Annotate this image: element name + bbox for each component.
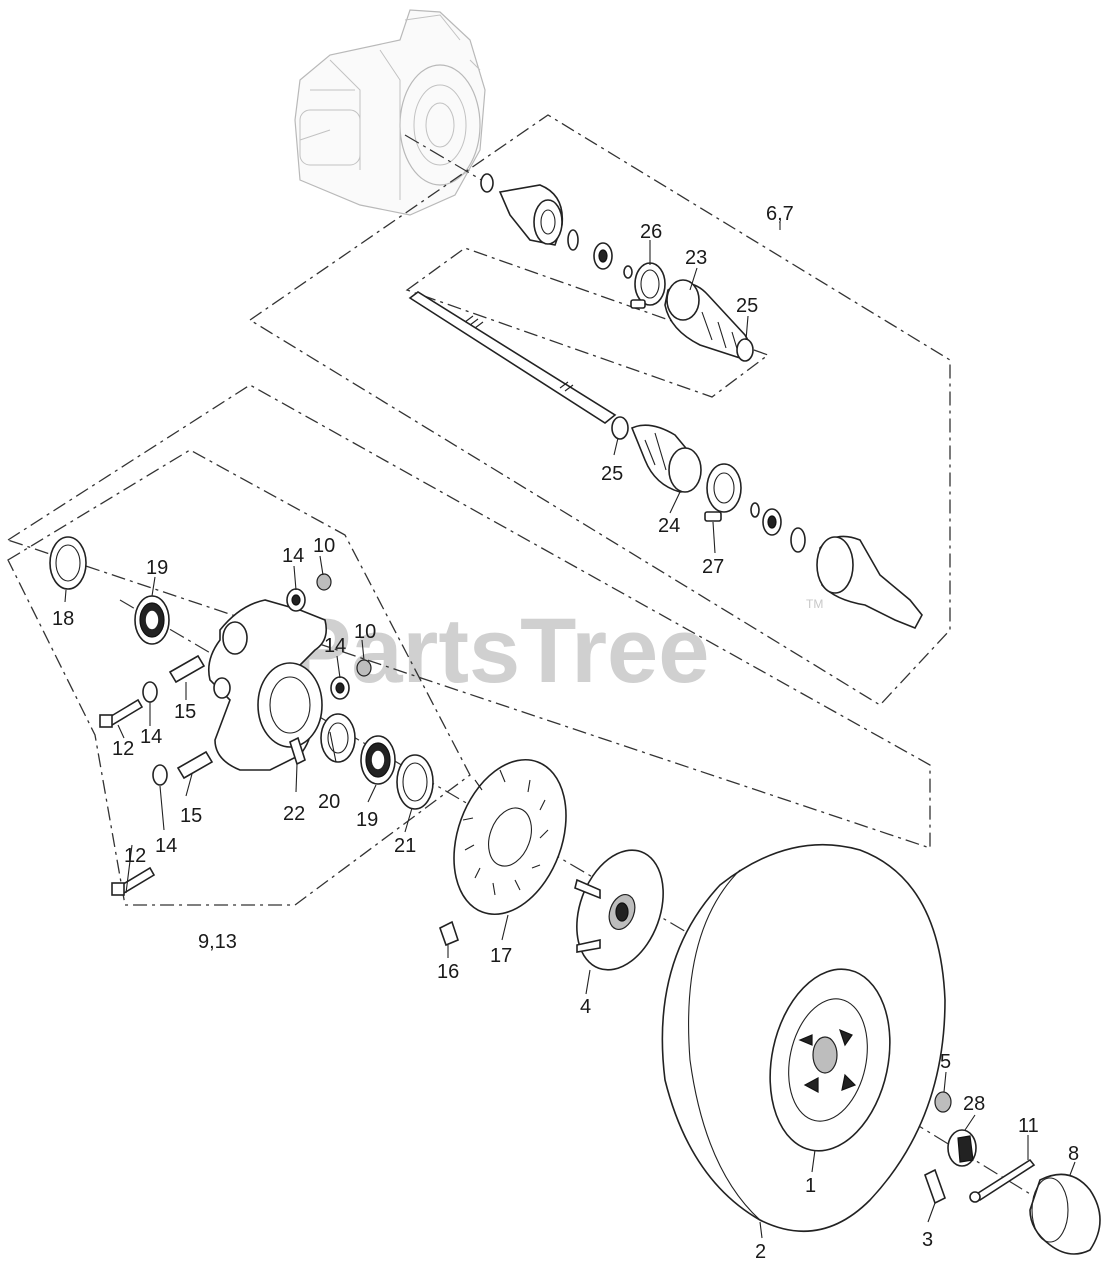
label-10-lower: 10 <box>354 621 376 643</box>
bearing-20 <box>320 713 356 763</box>
label-15-upper: 15 <box>174 701 196 723</box>
label-14-upper-a: 14 <box>282 545 304 567</box>
knuckle-body <box>207 599 328 771</box>
hub-cap-8 <box>1029 1173 1101 1255</box>
bearing-19-left <box>134 595 170 645</box>
drive-shaft <box>408 291 617 424</box>
label-10-upper: 10 <box>313 535 335 557</box>
label-17: 17 <box>490 945 512 967</box>
label-25-upper: 25 <box>736 295 758 317</box>
label-8: 8 <box>1068 1143 1079 1165</box>
label-5: 5 <box>940 1051 951 1073</box>
label-27: 27 <box>702 556 724 578</box>
trademark-text: TM <box>806 597 823 611</box>
label-25-lower: 25 <box>601 463 623 485</box>
part-labels: 26 23 6,7 25 25 24 27 18 19 14 10 14 10 … <box>52 203 1079 1263</box>
spacers-15 <box>168 654 214 780</box>
label-22: 22 <box>283 803 305 825</box>
cv-joint-kit-boundary <box>405 247 770 398</box>
label-14-upper-b: 14 <box>324 635 346 657</box>
label-14-lower: 14 <box>155 835 177 857</box>
label-6-7: 6,7 <box>766 203 794 225</box>
label-2: 2 <box>755 1241 766 1263</box>
seal-21 <box>396 754 434 810</box>
seal-18 <box>49 536 87 590</box>
bolts-12 <box>99 698 156 896</box>
label-11: 11 <box>1018 1115 1039 1137</box>
label-4: 4 <box>580 996 591 1018</box>
watermark-text: PartsTree <box>290 600 709 702</box>
boot-clamp-26 <box>630 262 666 309</box>
knuckle-assembly-boundary <box>7 449 471 906</box>
label-19-left: 19 <box>146 557 168 579</box>
rim-1 <box>769 968 891 1152</box>
hub-assembly-outer-boundary <box>6 384 931 849</box>
label-28: 28 <box>963 1093 985 1115</box>
transaxle-housing-ghost <box>294 9 486 216</box>
label-26: 26 <box>640 221 662 243</box>
washers-14 <box>142 588 350 786</box>
label-18: 18 <box>52 608 74 630</box>
boot-band-25-lower <box>611 416 629 440</box>
boot-band-25-upper <box>736 338 754 362</box>
brake-disc-17 <box>453 758 567 916</box>
label-19-right: 19 <box>356 809 378 831</box>
label-15-lower: 15 <box>180 805 202 827</box>
label-24: 24 <box>658 515 680 537</box>
wheel-stud-3 <box>924 1168 946 1205</box>
cv-boot-24 <box>630 424 702 493</box>
boot-clamp-27 <box>704 463 742 522</box>
label-1: 1 <box>805 1175 816 1197</box>
nuts-10 <box>316 573 372 677</box>
bolt-22 <box>289 736 306 766</box>
bearing-19-right <box>360 735 396 785</box>
label-12-upper: 12 <box>112 738 134 760</box>
bolt-16 <box>439 920 459 947</box>
driveshaft-assembly-boundary <box>248 114 951 706</box>
wheel-hub-4 <box>574 849 664 971</box>
label-21: 21 <box>394 835 416 857</box>
inner-cv-joint <box>480 173 633 279</box>
outer-cv-joint <box>750 502 923 630</box>
label-23: 23 <box>685 247 707 269</box>
label-9-13: 9,13 <box>198 931 237 953</box>
label-12-lower: 12 <box>124 845 146 867</box>
castle-nut-28 <box>947 1129 977 1167</box>
label-14-mid: 14 <box>140 726 162 748</box>
label-16: 16 <box>437 961 459 983</box>
cv-boot-23 <box>664 279 750 359</box>
label-3: 3 <box>922 1229 933 1251</box>
leader-lines <box>64 222 1076 1239</box>
lug-nut-5 <box>934 1091 952 1113</box>
cotter-pin-11 <box>969 1158 1036 1203</box>
label-20: 20 <box>318 791 340 813</box>
